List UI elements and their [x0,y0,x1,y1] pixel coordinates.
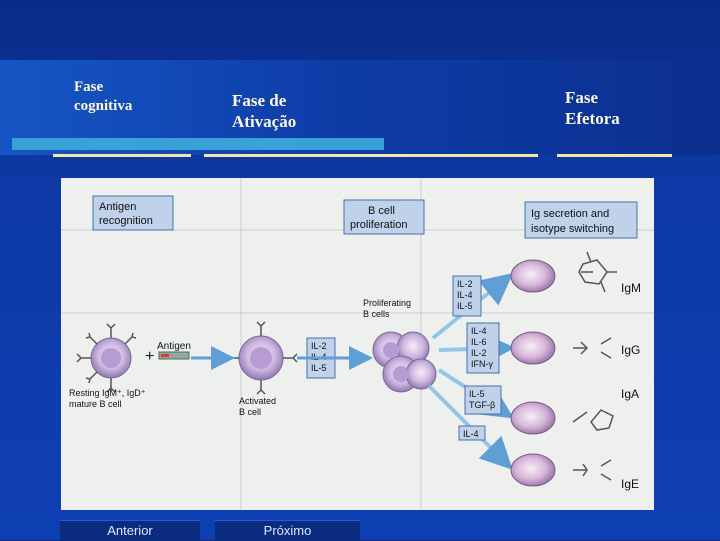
cytokine-iga-1: IL-5 [469,389,485,399]
isotype-igm: IgM [621,281,641,295]
b-cell-diagram: Antigen recognition B cell proliferation… [61,178,654,510]
isotype-ige: IgE [621,477,639,491]
activated-label-line1: Activated [239,396,276,406]
cytokine-igm-3: IL-5 [457,301,473,311]
plus-sign: + [145,348,154,365]
cytokine-igg-1: IL-4 [471,326,487,336]
phase-activation-title: Fase de Ativação [232,90,296,133]
plasma-cell-ige [510,453,556,487]
phase-effector-title: Fase Efetora [565,87,620,130]
phase-effector-line2: Efetora [565,109,620,129]
accent-bar [12,138,384,150]
cytokine-box-igg: IL-4 IL-6 IL-2 IFN-γ [466,322,500,374]
proliferating-b-cells [372,331,437,393]
next-button[interactable]: Próximo [215,520,360,541]
header-b-cell-proliferation-line2: proliferation [350,219,407,231]
antigen-label: Antigen [157,341,191,352]
phase-activation-line2: Ativação [232,112,297,132]
cytokine-box-igm: IL-2 IL-4 IL-5 [452,275,482,317]
phase-activation-line1: Fase de [232,91,287,110]
phase-activation-underline [204,154,538,157]
phase-effector-line1: Fase [565,88,599,107]
cytokine-iga-2: TGF-β [469,400,495,410]
cytokine-igm-2: IL-4 [457,290,473,300]
header-b-cell-proliferation: B cell proliferation [343,199,425,235]
resting-label-line1: Resting IgM⁺, IgD⁺ [69,388,146,398]
cytokine-igm-1: IL-2 [457,279,473,289]
header-ig-secretion: Ig secretion and isotype switching [524,201,638,239]
phase-cognitive-title: Fase cognitiva [74,78,132,116]
cytokine-igg-4: IFN-γ [471,359,493,369]
plasma-cell-iga [510,401,556,435]
resting-b-cell [76,323,137,393]
header-antigen-recognition-line2: recognition [99,215,153,227]
cytokine-igg-3: IL-2 [471,348,487,358]
header-ig-secretion-line2: isotype switching [531,223,614,235]
phase-cognitive-underline [53,154,191,157]
proliferating-label-line2: B cells [363,309,390,319]
cytokine-activation-1: IL-2 [311,341,327,351]
cytokine-ige-1: IL-4 [463,429,479,439]
isotype-iga: IgA [621,387,639,401]
phase-cognitive-line1: Fase [74,79,104,95]
phase-effector-underline [557,154,672,157]
phase-cognitive-line2: cognitiva [74,97,133,114]
proliferating-label-line1: Proliferating [363,298,411,308]
header-b-cell-proliferation-line1: B cell [368,205,395,217]
secreted-antibodies [572,251,617,481]
header-antigen-recognition: Antigen recognition [92,195,174,231]
resting-label-line2: mature B cell [69,399,122,409]
plasma-cell-igg [510,331,556,365]
header-antigen-recognition-line1: Antigen [99,201,136,213]
cytokine-igg-2: IL-6 [471,337,487,347]
activated-label-line2: B cell [239,407,261,417]
previous-button[interactable]: Anterior [60,520,200,541]
cytokine-box-ige: IL-4 [458,425,486,441]
header-ig-secretion-line1: Ig secretion and [531,208,609,220]
cytokine-box-iga: IL-5 TGF-β [464,385,502,415]
isotype-igg: IgG [621,343,640,357]
activated-b-cell [224,321,298,395]
plasma-cell-igm [510,259,556,293]
antigen-icon [158,351,190,360]
cytokine-activation-3: IL-5 [311,363,327,373]
